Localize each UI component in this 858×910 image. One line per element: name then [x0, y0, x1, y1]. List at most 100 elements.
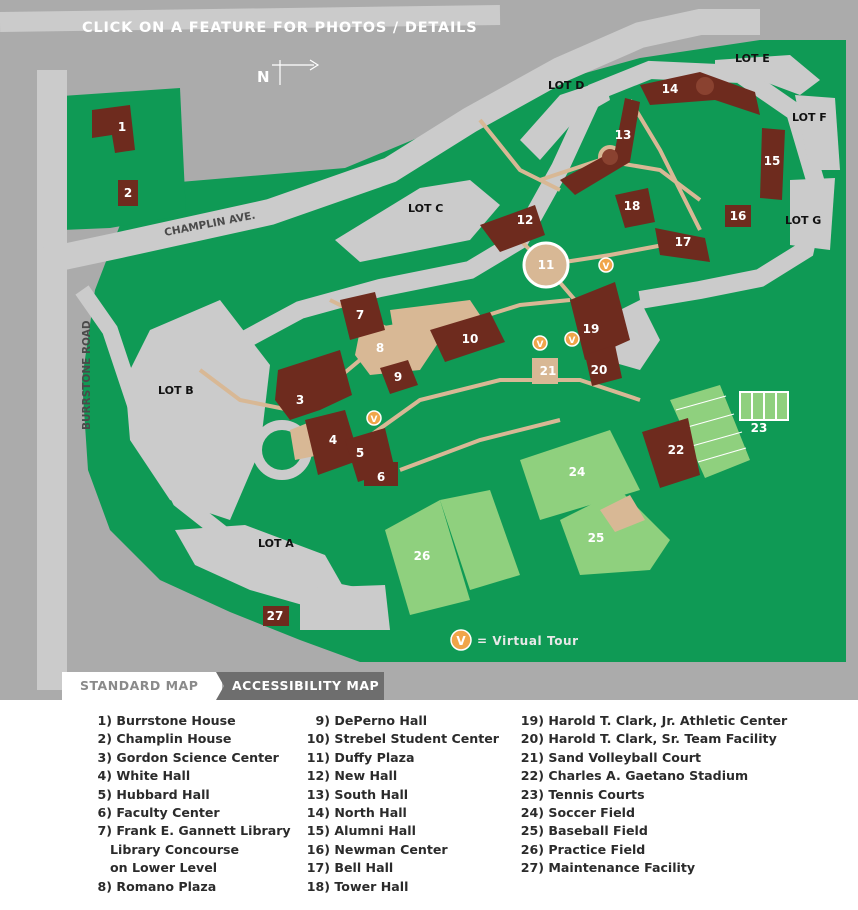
legend-item[interactable]: 21) Sand Volleyball Court: [516, 749, 787, 767]
legend-item[interactable]: 3) Gordon Science Center: [80, 749, 291, 767]
legend-label: Strebel Student Center: [334, 731, 499, 747]
map-instruction: CLICK ON A FEATURE FOR PHOTOS / DETAILS: [82, 20, 477, 36]
building-number-labels[interactable]: 1 2 3 4 5 6 7 8 9 10 11 12 13 14 15 16 1…: [118, 82, 781, 623]
marker-10[interactable]: 10: [462, 332, 479, 346]
legend-item[interactable]: 5) Hubbard Hall: [80, 786, 291, 804]
tab-standard-map[interactable]: STANDARD MAP: [62, 672, 222, 700]
buildings[interactable]: [92, 72, 785, 626]
building-south-hall[interactable]: [560, 98, 640, 195]
building-strebel-center[interactable]: [430, 312, 505, 362]
legend-label: South Hall: [334, 786, 409, 802]
legend-item[interactable]: 8) Romano Plaza: [80, 878, 291, 896]
legend-number: 14): [306, 804, 330, 820]
lot-a-label: LOT A: [258, 537, 294, 550]
legend-label: Romano Plaza: [116, 878, 217, 894]
building-burrstone-house[interactable]: [92, 105, 135, 153]
tour-marker-strebel[interactable]: V: [532, 335, 548, 351]
marker-15[interactable]: 15: [764, 154, 781, 168]
marker-23[interactable]: 23: [751, 421, 768, 435]
marker-27[interactable]: 27: [267, 609, 284, 623]
legend-item[interactable]: 17) Bell Hall: [302, 859, 499, 877]
legend-item[interactable]: 6) Faculty Center: [80, 804, 291, 822]
building-gaetano-stadium[interactable]: [642, 418, 700, 488]
marker-4[interactable]: 4: [329, 433, 337, 447]
legend-item[interactable]: 7) Frank E. Gannett Library: [80, 822, 290, 840]
building-alumni-hall[interactable]: [760, 128, 785, 200]
legend-item[interactable]: 24) Soccer Field: [516, 804, 787, 822]
building-tower-hall[interactable]: [615, 188, 655, 228]
legend-label: Baseball Field: [548, 823, 648, 839]
legend-item[interactable]: 15) Alumni Hall: [302, 822, 499, 840]
marker-21[interactable]: 21: [540, 364, 557, 378]
marker-26[interactable]: 26: [414, 549, 431, 563]
marker-14[interactable]: 14: [662, 82, 679, 96]
tab-accessibility-map[interactable]: ACCESSIBILITY MAP: [216, 672, 384, 700]
marker-25[interactable]: 25: [588, 531, 605, 545]
building-gannett-library[interactable]: [340, 292, 385, 340]
legend-label: Charles A. Gaetano Stadium: [548, 768, 749, 784]
legend-number: 9): [315, 713, 330, 728]
legend-item[interactable]: 22) Charles A. Gaetano Stadium: [516, 767, 787, 785]
legend-item[interactable]: 10) Strebel Student Center: [302, 730, 499, 748]
legend-item[interactable]: 4) White Hall: [80, 767, 291, 785]
building-clark-jr-athletic[interactable]: [570, 282, 630, 360]
tour-marker-symbol: V: [537, 340, 544, 350]
legend-label: DePerno Hall: [334, 713, 428, 728]
marker-18[interactable]: 18: [624, 199, 641, 213]
legend-number: 27): [520, 860, 544, 876]
marker-9[interactable]: 9: [394, 370, 402, 384]
marker-13[interactable]: 13: [615, 128, 632, 142]
marker-17[interactable]: 17: [675, 235, 692, 249]
marker-5[interactable]: 5: [356, 446, 364, 460]
marker-8[interactable]: 8: [376, 341, 384, 355]
building-champlin-house[interactable]: [118, 180, 138, 206]
legend-item[interactable]: 13) South Hall: [302, 786, 499, 804]
legend-item[interactable]: 12) New Hall: [302, 767, 499, 785]
legend-item[interactable]: 2) Champlin House: [80, 730, 291, 748]
marker-1[interactable]: 1: [118, 120, 126, 134]
legend-item[interactable]: 14) North Hall: [302, 804, 499, 822]
legend-label: Champlin House: [116, 731, 232, 747]
legend-item[interactable]: 11) Duffy Plaza: [302, 749, 499, 767]
parking-lot-f: [795, 95, 840, 170]
tour-marker-duffy[interactable]: V: [598, 257, 614, 273]
building-faculty-center[interactable]: [364, 462, 398, 486]
legend-item[interactable]: 16) Newman Center: [302, 841, 499, 859]
legend-item[interactable]: 20) Harold T. Clark, Sr. Team Facility: [516, 730, 787, 748]
legend-item[interactable]: 18) Tower Hall: [302, 878, 499, 896]
building-north-hall[interactable]: [640, 72, 760, 115]
parking-lot-b: [125, 300, 270, 520]
legend-item[interactable]: 27) Maintenance Facility: [516, 859, 787, 877]
building-gordon-science[interactable]: [275, 350, 352, 420]
building-bell-hall[interactable]: [655, 228, 710, 262]
building-new-hall[interactable]: [480, 205, 545, 252]
marker-3[interactable]: 3: [296, 393, 304, 407]
building-newman-center[interactable]: [725, 205, 751, 227]
legend-item[interactable]: 9) DePerno Hall: [302, 712, 499, 730]
marker-2[interactable]: 2: [124, 186, 132, 200]
legend-item[interactable]: 23) Tennis Courts: [516, 786, 787, 804]
legend-number: 10): [306, 731, 330, 747]
marker-22[interactable]: 22: [668, 443, 685, 457]
marker-11[interactable]: 11: [538, 258, 555, 272]
marker-19[interactable]: 19: [583, 322, 600, 336]
marker-7[interactable]: 7: [356, 308, 364, 322]
building-deperno-hall[interactable]: [380, 360, 418, 394]
legend-item[interactable]: 26) Practice Field: [516, 841, 787, 859]
building-white-hall[interactable]: [305, 410, 360, 475]
building-maintenance[interactable]: [263, 606, 289, 626]
marker-16[interactable]: 16: [730, 209, 747, 223]
tour-marker-symbol: V: [569, 336, 576, 346]
tour-marker-romano[interactable]: V: [366, 410, 382, 426]
virtual-tour-markers[interactable]: V V V V: [366, 257, 614, 426]
marker-12[interactable]: 12: [517, 213, 534, 227]
legend-item[interactable]: 1) Burrstone House: [80, 712, 291, 730]
legend-number: 12): [306, 768, 330, 784]
tour-marker-clark[interactable]: V: [564, 331, 580, 347]
legend-item[interactable]: 25) Baseball Field: [516, 822, 787, 840]
legend-item[interactable]: 19) Harold T. Clark, Jr. Athletic Center: [516, 712, 788, 730]
marker-24[interactable]: 24: [569, 465, 586, 479]
building-clark-sr-team[interactable]: [585, 345, 622, 386]
marker-6[interactable]: 6: [377, 470, 385, 484]
marker-20[interactable]: 20: [591, 363, 608, 377]
